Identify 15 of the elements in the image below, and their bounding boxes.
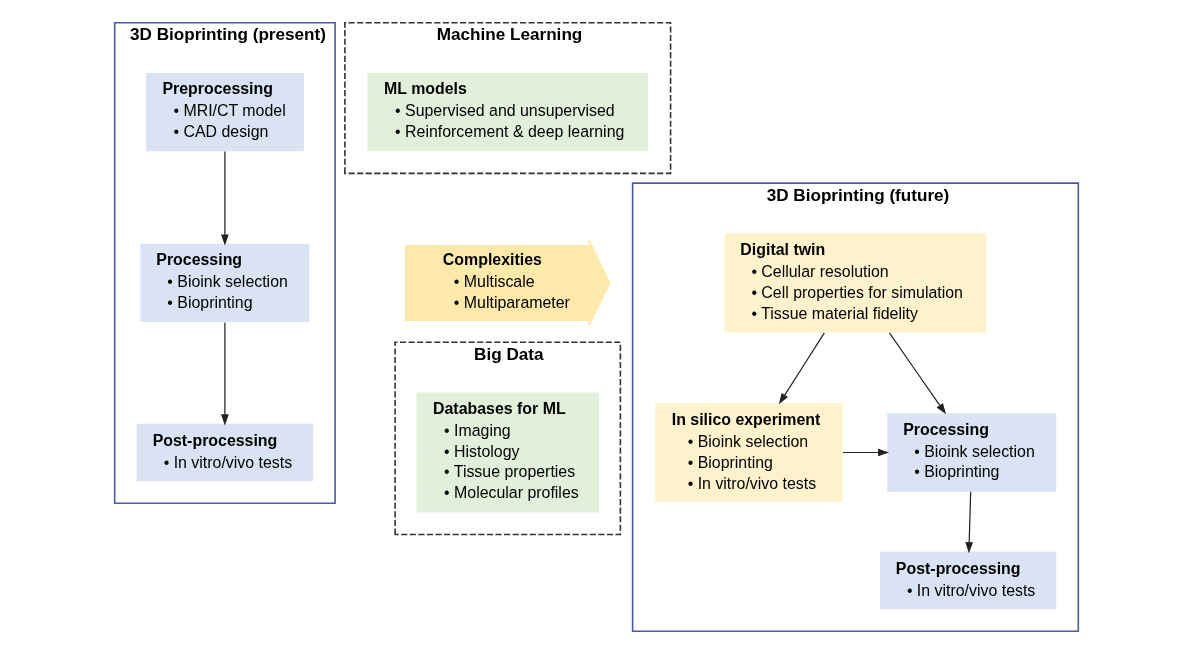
node-box: In silico experiment • Bioink selection • Bioprinting • In vitro/vivo tests — [654, 402, 843, 503]
arrow — [220, 150, 229, 246]
arrow — [964, 491, 973, 554]
node-box: Preprocessing • MRI/CT model • CAD design — [145, 72, 304, 152]
node-box: ML models • Supervised and unsupervised • Reinforcement & deep learning — [367, 72, 648, 152]
arrow — [220, 321, 229, 426]
arrow — [778, 332, 825, 405]
arrow — [841, 448, 889, 457]
node-box: Processing • Bioink selection • Bioprinting — [886, 413, 1056, 492]
node-box: Post-processing • In vitro/vivo tests — [136, 423, 313, 482]
node-box: Databases for ML • Imaging • Histology • Tissue properties • Molecular profiles — [416, 392, 599, 513]
node-box: Processing • Bioink selection • Bioprinting — [139, 243, 309, 323]
node-box: Post-processing • In vitro/vivo tests — [879, 551, 1056, 610]
arrow — [888, 332, 946, 415]
node-box: Digital twin • Cellular resolution • Cell properties for simulation • Tissue material fidelity — [723, 233, 986, 333]
